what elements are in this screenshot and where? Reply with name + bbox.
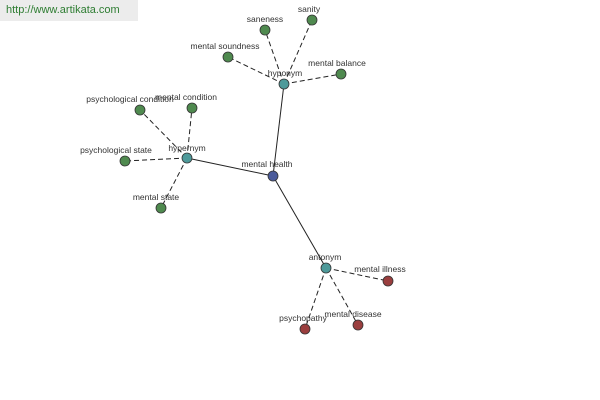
label-mental-soundness: mental soundness — [191, 41, 260, 51]
label-mental-state: mental state — [133, 192, 180, 202]
edge-center-hypernym — [186, 157, 274, 177]
node-center[interactable] — [267, 170, 279, 182]
label-psychological-condition: psychological condition — [86, 94, 174, 104]
node-psychopathy[interactable] — [299, 323, 311, 335]
label-antonym: antonym — [309, 252, 342, 262]
label-center: mental health — [241, 159, 292, 169]
label-mental-condition: mental condition — [155, 92, 217, 102]
edge-hyponym-sanity — [283, 19, 313, 85]
label-hypernym: hypernym — [168, 143, 205, 153]
edge-antonym-mental-illness — [325, 267, 389, 282]
edge-center-antonym — [272, 175, 327, 269]
node-saneness[interactable] — [259, 24, 271, 36]
edge-hypernym-mental-condition — [186, 107, 193, 159]
node-mental-condition[interactable] — [186, 102, 198, 114]
edge-hyponym-mental-balance — [283, 73, 342, 85]
node-mental-disease[interactable] — [352, 319, 364, 331]
label-sanity: sanity — [298, 4, 321, 14]
node-mental-balance[interactable] — [335, 68, 347, 80]
node-hyponym[interactable] — [278, 78, 290, 90]
node-mental-illness[interactable] — [382, 275, 394, 287]
label-mental-disease: mental disease — [324, 309, 381, 319]
edge-hypernym-psychological-condition — [139, 109, 188, 159]
label-psychological-state: psychological state — [80, 145, 152, 155]
edges-layer — [124, 19, 389, 330]
node-hypernym[interactable] — [181, 152, 193, 164]
node-mental-state[interactable] — [155, 202, 167, 214]
label-saneness: saneness — [247, 14, 283, 24]
edge-center-hyponym — [272, 83, 285, 177]
edge-hyponym-mental-soundness — [227, 56, 285, 85]
label-psychopathy: psychopathy — [279, 313, 327, 323]
watermark-url: http://www.artikata.com — [0, 0, 138, 21]
node-psychological-state[interactable] — [119, 155, 131, 167]
edge-antonym-mental-disease — [325, 267, 359, 326]
node-sanity[interactable] — [306, 14, 318, 26]
edge-hypernym-mental-state — [160, 157, 188, 209]
node-antonym[interactable] — [320, 262, 332, 274]
label-mental-balance: mental balance — [308, 58, 366, 68]
edge-hyponym-saneness — [264, 29, 285, 85]
nodes-layer — [119, 14, 394, 335]
edge-antonym-psychopathy — [304, 267, 327, 330]
label-hyponym: hyponym — [268, 68, 303, 78]
node-mental-soundness[interactable] — [222, 51, 234, 63]
node-psychological-condition[interactable] — [134, 104, 146, 116]
edge-hypernym-psychological-state — [124, 157, 188, 162]
label-mental-illness: mental illness — [354, 264, 406, 274]
labels-layer: mental health hyponym hypernym antonym sanen… — [80, 4, 406, 323]
